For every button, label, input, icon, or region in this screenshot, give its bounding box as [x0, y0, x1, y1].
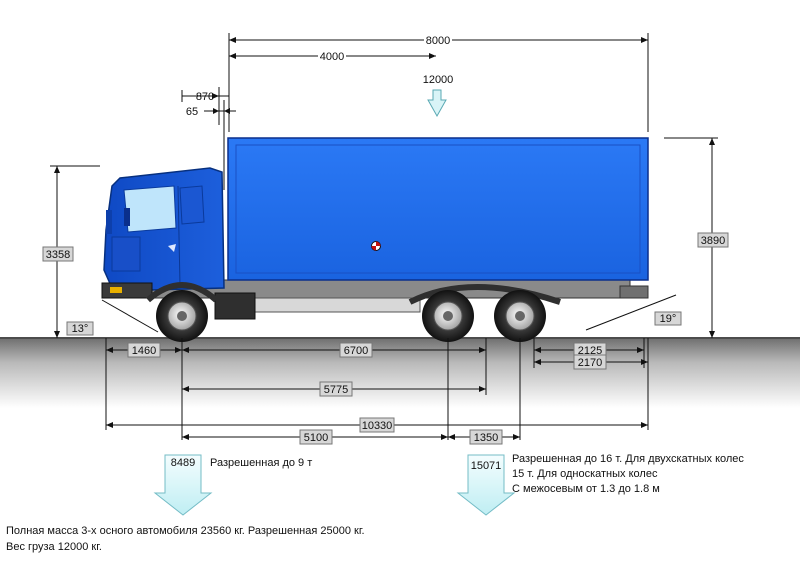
rear-axle-load-value: 15071 — [471, 460, 502, 472]
dim-wheelbase: 6700 — [344, 345, 368, 357]
rear-axle-load-note-3: С межосевым от 1.3 до 1.8 м — [512, 483, 660, 495]
dim-load-center: 5775 — [324, 384, 348, 396]
dim-cab-gap: 870 — [196, 91, 214, 103]
dim-body-height: 3890 — [701, 235, 725, 247]
dim-length-body: 8000 — [426, 35, 450, 47]
dim-axle-spacing: 1350 — [474, 432, 498, 444]
rear-axle-load-note-1: Разрешенная до 16 т. Для двухскатных кол… — [512, 453, 744, 465]
rear-axle-load-note-2: 15 т. Для односкатных колес — [512, 468, 658, 480]
truck — [101, 137, 649, 342]
dim-overall-length: 10330 — [362, 420, 393, 432]
dim-rear-overhang-body: 2125 — [578, 345, 602, 357]
dim-departure-angle: 19° — [660, 313, 677, 325]
dim-front-to-mid: 5100 — [304, 432, 328, 444]
dim-cab-gap-small: 65 — [186, 106, 198, 118]
dim-approach-angle: 13° — [72, 323, 89, 335]
cargo-load-arrow-icon — [427, 89, 447, 118]
summary-line-1: Полная масса 3-х осного автомобиля 23560… — [6, 525, 365, 537]
dim-front-overhang: 1460 — [132, 345, 156, 357]
dim-rear-overhang-frame: 2170 — [578, 357, 602, 369]
dim-body-front: 4000 — [320, 51, 344, 63]
dimension-labels: 8000 4000 12000 870 65 3358 3890 13° 19°… — [46, 35, 725, 444]
front-axle-load-arrow-icon — [153, 454, 213, 516]
front-wheel — [156, 290, 208, 342]
rear-wheel-1 — [422, 290, 474, 342]
rear-wheel-2 — [494, 290, 546, 342]
dim-cargo-load: 12000 — [423, 74, 454, 86]
front-axle-load-note: Разрешенная до 9 т — [210, 457, 312, 469]
cargo-body — [227, 137, 649, 281]
rear-axle-load-arrow-icon — [456, 454, 516, 516]
front-axle-load-value: 8489 — [171, 457, 195, 469]
dimension-lines — [42, 33, 729, 516]
summary: Полная масса 3-х осного автомобиля 23560… — [6, 525, 365, 553]
dim-cab-height: 3358 — [46, 249, 70, 261]
summary-line-2: Вес груза 12000 кг. — [6, 541, 102, 553]
axle-load-labels: 8489 Разрешенная до 9 т 15071 Разрешенна… — [171, 453, 745, 495]
ground — [0, 338, 800, 408]
